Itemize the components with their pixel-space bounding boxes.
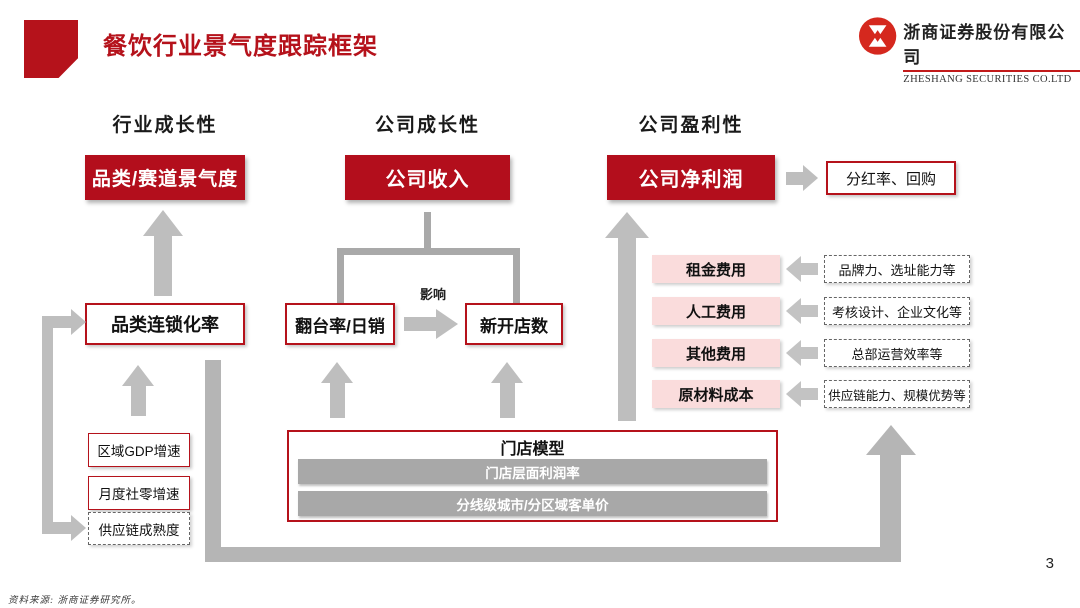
arrow-left-other-head [786, 340, 801, 366]
box-other-driver: 总部运营效率等 [824, 339, 970, 367]
left-loop-top-arm [53, 316, 71, 328]
arrow-up-gdp-to-chainrate-shaft [131, 386, 146, 416]
box-monthly-retail: 月度社零增速 [88, 476, 190, 510]
arrow-up-model-to-turnover-shaft [330, 383, 345, 418]
box-new-stores: 新开店数 [465, 303, 563, 345]
arrow-left-rent-shaft [801, 263, 818, 275]
box-regional-gdp: 区域GDP增速 [88, 433, 190, 467]
box-table-turnover: 翻台率/日销 [285, 303, 395, 345]
box-company-revenue: 公司收入 [345, 155, 510, 200]
box-company-net-profit: 公司净利润 [607, 155, 775, 200]
brand-block: 浙商证券股份有限公司 ZHESHANG SECURITIES CO.LTD [858, 16, 1080, 85]
feedback-loop-left-vertical [205, 360, 221, 552]
box-other-cost: 其他费用 [652, 339, 780, 367]
arrow-right-dividend-head [803, 165, 818, 191]
left-loop-bottom-arm [53, 522, 71, 534]
box-category-sentiment: 品类/赛道景气度 [85, 155, 245, 200]
arrow-left-labor-head [786, 298, 801, 324]
left-loop-vertical [42, 316, 53, 534]
feedback-loop-right-vertical [880, 455, 901, 562]
store-model-box: 门店模型 门店层面利润率 分线级城市/分区域客单价 [287, 430, 778, 522]
page-number: 3 [1045, 555, 1054, 572]
arrow-up-gdp-to-chainrate-head [122, 365, 154, 386]
arrow-up-storemodel-to-netprofit-head [605, 212, 649, 238]
arrow-right-dividend-shaft [786, 172, 803, 185]
feedback-loop-bottom-horizontal [205, 547, 901, 562]
brand-name-en: ZHESHANG SECURITIES CO.LTD [903, 74, 1072, 85]
arrow-up-model-to-turnover-head [321, 362, 353, 383]
arrow-left-raw-head [786, 381, 801, 407]
arrow-up-chainrate-to-category-shaft [154, 236, 172, 296]
box-supply-chain-maturity: 供应链成熟度 [88, 512, 190, 545]
left-loop-top-head [71, 309, 86, 335]
arrow-up-model-to-newstores-head [491, 362, 523, 383]
feedback-loop-up-head [866, 425, 916, 455]
branch-vertical-left [337, 248, 344, 303]
branch-vertical-center [424, 212, 431, 254]
box-chain-rate: 品类连锁化率 [85, 303, 245, 345]
page-title: 餐饮行业景气度跟踪框架 [103, 33, 378, 60]
box-rent-driver: 品牌力、选址能力等 [824, 255, 970, 283]
arrow-up-chainrate-to-category-head [143, 210, 183, 236]
column-header-industry-growth: 行业成长性 [112, 115, 218, 136]
store-bar-profit-margin: 门店层面利润率 [298, 459, 767, 484]
brand-name-cn: 浙商证券股份有限公司 [903, 18, 1080, 72]
arrow-right-influence-head [436, 309, 458, 339]
store-model-title: 门店模型 [500, 441, 565, 458]
arrow-right-influence-shaft [404, 317, 436, 331]
source-note: 资料来源: 浙商证券研究所。 [8, 596, 142, 606]
influence-label: 影响 [419, 287, 446, 302]
branch-horizontal [337, 248, 520, 255]
box-raw-driver: 供应链能力、规模优势等 [824, 380, 970, 408]
corner-accent-shape [24, 20, 78, 78]
arrow-up-model-to-newstores-shaft [500, 383, 515, 418]
box-dividend-buyback: 分红率、回购 [826, 161, 956, 195]
box-rent-cost: 租金费用 [652, 255, 780, 283]
column-header-company-growth: 公司成长性 [374, 115, 480, 136]
box-raw-material-cost: 原材料成本 [652, 380, 780, 408]
box-labor-cost: 人工费用 [652, 297, 780, 325]
arrow-up-storemodel-to-netprofit-shaft [618, 238, 636, 421]
arrow-left-rent-head [786, 256, 801, 282]
zheshang-logo-icon [858, 17, 897, 55]
arrow-left-labor-shaft [801, 305, 818, 317]
arrow-left-other-shaft [801, 347, 818, 359]
column-header-company-profitability: 公司盈利性 [638, 115, 744, 136]
box-labor-driver: 考核设计、企业文化等 [824, 297, 970, 325]
brand-text: 浙商证券股份有限公司 ZHESHANG SECURITIES CO.LTD [903, 16, 1080, 85]
left-loop-bottom-head [71, 515, 86, 541]
arrow-left-raw-shaft [801, 388, 818, 400]
branch-vertical-right [513, 248, 520, 303]
store-bar-city-ticket: 分线级城市/分区域客单价 [298, 491, 767, 516]
